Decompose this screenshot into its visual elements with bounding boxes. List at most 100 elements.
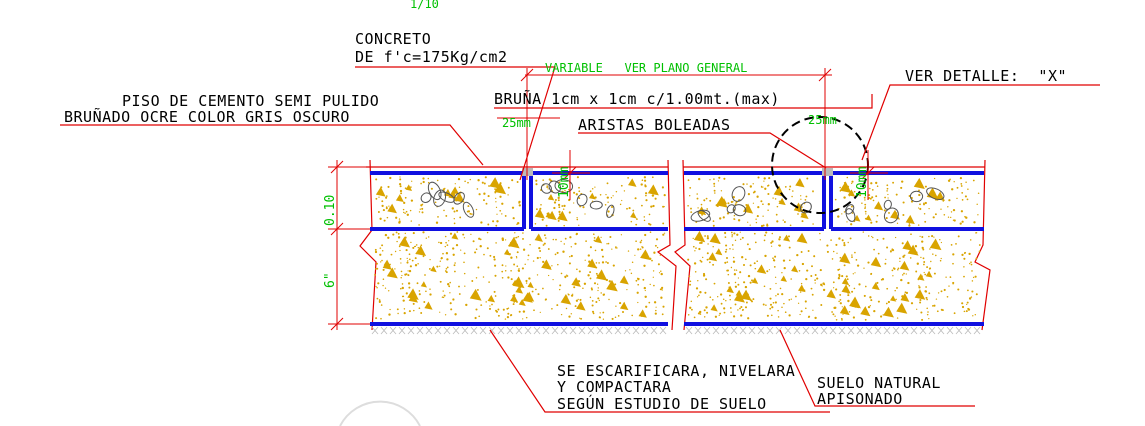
- hatch-stroke: [919, 326, 927, 335]
- aggregate-dot: [701, 214, 703, 216]
- aggregate-dot: [764, 234, 767, 237]
- aggregate-dot: [916, 262, 919, 265]
- aggregate-chip: [715, 248, 723, 256]
- aggregate-dot: [615, 305, 617, 307]
- aggregate-dot: [901, 180, 904, 183]
- aggregate-dot: [608, 298, 610, 301]
- aggregate-dot: [381, 244, 384, 247]
- aggregate-dot: [385, 207, 388, 210]
- aggregate-dot: [756, 195, 759, 198]
- aggregate-dot: [851, 290, 854, 293]
- aggregate-dot: [653, 284, 655, 287]
- aggregate-dot: [504, 239, 507, 241]
- aggregate-dot: [863, 294, 866, 297]
- aggregate-dot: [876, 239, 879, 241]
- aggregate-dot: [947, 179, 951, 182]
- aggregate-dot: [924, 273, 927, 276]
- aggregate-dot: [709, 261, 711, 264]
- aggregate-fill: [374, 176, 981, 321]
- aggregate-dot: [475, 277, 478, 279]
- aggregate-dot: [852, 273, 854, 275]
- aggregate-dot: [637, 248, 640, 251]
- aggregate-dot: [749, 185, 752, 188]
- aggregate-dot: [856, 264, 860, 267]
- aggregate-dot: [659, 288, 662, 291]
- aggregate-dot: [712, 220, 715, 222]
- aggregate-dot: [627, 250, 630, 252]
- aggregate-dot: [525, 279, 528, 283]
- aggregate-dot: [806, 269, 809, 272]
- aggregate-chip: [424, 301, 433, 310]
- aggregate-dot: [687, 179, 690, 182]
- aggregate-dot: [635, 240, 637, 243]
- aggregate-dot: [887, 197, 889, 199]
- aggregate-dot: [724, 231, 727, 235]
- aggregate-dot: [924, 201, 927, 205]
- aggregate-dot: [918, 193, 921, 197]
- aggregate-dot: [789, 185, 792, 188]
- aggregate-dot: [565, 307, 568, 310]
- aggregate-dot: [499, 195, 502, 198]
- aggregate-chip: [560, 294, 572, 305]
- aggregate-dot: [455, 243, 459, 247]
- aggregate-dot: [694, 271, 697, 273]
- hatch-stroke: [793, 326, 801, 335]
- aggregate-dot: [864, 318, 867, 321]
- aggregate-dot: [747, 317, 750, 320]
- aggregate-dot: [453, 210, 456, 213]
- aggregate-dot: [607, 201, 609, 203]
- aggregate-dot: [712, 224, 715, 227]
- aggregate-dot: [774, 198, 777, 200]
- aggregate-dot: [700, 203, 703, 206]
- hatch-stroke: [425, 326, 433, 335]
- aggregate-dot: [841, 306, 843, 308]
- aggregate-chip: [751, 277, 759, 284]
- aggregate-dot: [719, 293, 723, 296]
- aggregate-dot: [417, 262, 419, 265]
- aggregate-dot: [634, 254, 636, 256]
- aggregate-dot: [832, 250, 835, 253]
- aggregate-dot: [838, 273, 841, 276]
- aggregate-dot: [440, 257, 443, 260]
- aggregate-dot: [747, 221, 749, 223]
- aggregate-dot: [788, 299, 791, 301]
- aggregate-dot: [501, 202, 504, 205]
- aggregate-dot: [569, 256, 571, 258]
- aggregate-dot: [814, 279, 816, 281]
- aggregate-dot: [555, 238, 557, 241]
- aggregate-chip: [594, 235, 603, 244]
- aggregate-dot: [439, 311, 441, 313]
- hatch-stroke: [389, 326, 397, 335]
- aggregate-dot: [606, 243, 608, 245]
- aggregate-dot: [826, 250, 829, 253]
- aggregate-dot: [533, 309, 535, 312]
- stone: [883, 199, 892, 210]
- aggregate-dot: [404, 196, 407, 199]
- aggregate-dot: [545, 224, 548, 227]
- aggregate-dot: [747, 192, 751, 196]
- aggregate-dot: [558, 210, 561, 213]
- stone: [438, 191, 455, 203]
- aggregate-dot: [599, 312, 601, 314]
- aggregate-dot: [559, 284, 562, 287]
- aggregate-dot: [863, 267, 865, 269]
- aggregate-dot: [467, 181, 469, 184]
- hatch-stroke: [892, 326, 900, 335]
- aggregate-dot: [769, 307, 772, 310]
- aggregate-dot: [712, 263, 715, 266]
- aggregate-dot: [699, 241, 702, 245]
- aggregate-dot: [517, 235, 520, 238]
- aggregate-dot: [518, 268, 520, 270]
- aggregate-dot: [928, 235, 930, 238]
- aggregate-dot: [800, 282, 803, 285]
- aggregate-dot: [691, 308, 693, 311]
- aggregate-dot: [905, 291, 909, 295]
- aggregate-chip: [588, 192, 596, 200]
- aggregate-dot: [496, 220, 499, 223]
- aggregate-dot: [415, 244, 418, 246]
- aggregate-dot: [502, 308, 505, 311]
- aggregate-dot: [516, 257, 518, 259]
- aggregate-dot: [923, 261, 926, 263]
- aggregate-dot: [402, 208, 405, 211]
- aggregate-dot: [956, 186, 959, 189]
